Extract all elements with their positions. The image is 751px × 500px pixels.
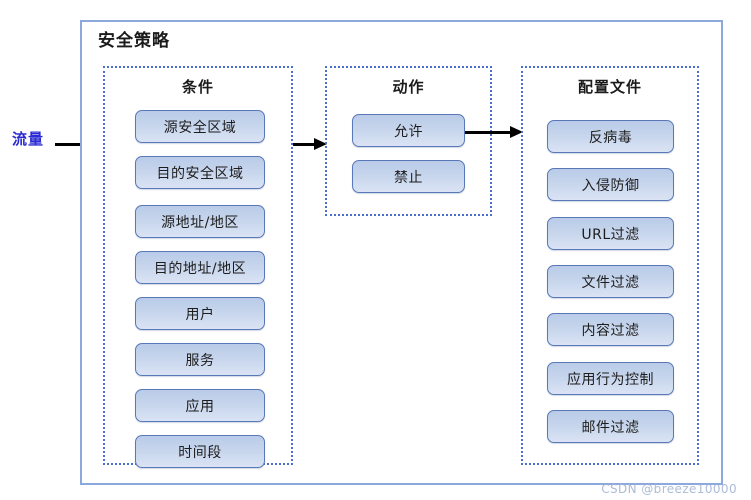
profile-item-antivirus[interactable]: 反病毒 [547, 120, 674, 153]
panel-actions-title: 动作 [392, 78, 425, 96]
profile-item-url-filter[interactable]: URL过滤 [547, 217, 674, 250]
traffic-flow-label: 流量 [12, 130, 45, 148]
condition-item-destination-address[interactable]: 目的地址/地区 [135, 251, 265, 284]
condition-item-source-zone[interactable]: 源安全区域 [135, 110, 265, 143]
profile-item-content-filter[interactable]: 内容过滤 [547, 313, 674, 346]
panel-profiles [521, 66, 699, 465]
panel-actions [325, 66, 492, 216]
action-item-permit[interactable]: 允许 [352, 114, 465, 147]
arrow-shaft [293, 143, 315, 146]
profile-item-file-filter[interactable]: 文件过滤 [547, 265, 674, 298]
arrow-head [510, 126, 523, 138]
action-item-deny[interactable]: 禁止 [352, 160, 465, 193]
condition-item-application[interactable]: 应用 [135, 389, 265, 422]
condition-item-service[interactable]: 服务 [135, 343, 265, 376]
condition-item-source-address[interactable]: 源地址/地区 [135, 205, 265, 238]
watermark-text: CSDN @breeze10000 [601, 482, 737, 496]
condition-item-destination-zone[interactable]: 目的安全区域 [135, 156, 265, 189]
condition-item-user[interactable]: 用户 [135, 297, 265, 330]
diagram-title: 安全策略 [98, 31, 170, 51]
arrow-shaft [465, 131, 511, 134]
panel-conditions-title: 条件 [181, 78, 214, 96]
panel-profiles-title: 配置文件 [577, 78, 642, 96]
profile-item-app-behavior-control[interactable]: 应用行为控制 [547, 362, 674, 395]
profile-item-mail-filter[interactable]: 邮件过滤 [547, 410, 674, 443]
condition-item-time-range[interactable]: 时间段 [135, 435, 265, 468]
arrow-shaft [55, 143, 92, 146]
arrow-head [314, 138, 327, 150]
profile-item-intrusion-prevention[interactable]: 入侵防御 [547, 168, 674, 201]
